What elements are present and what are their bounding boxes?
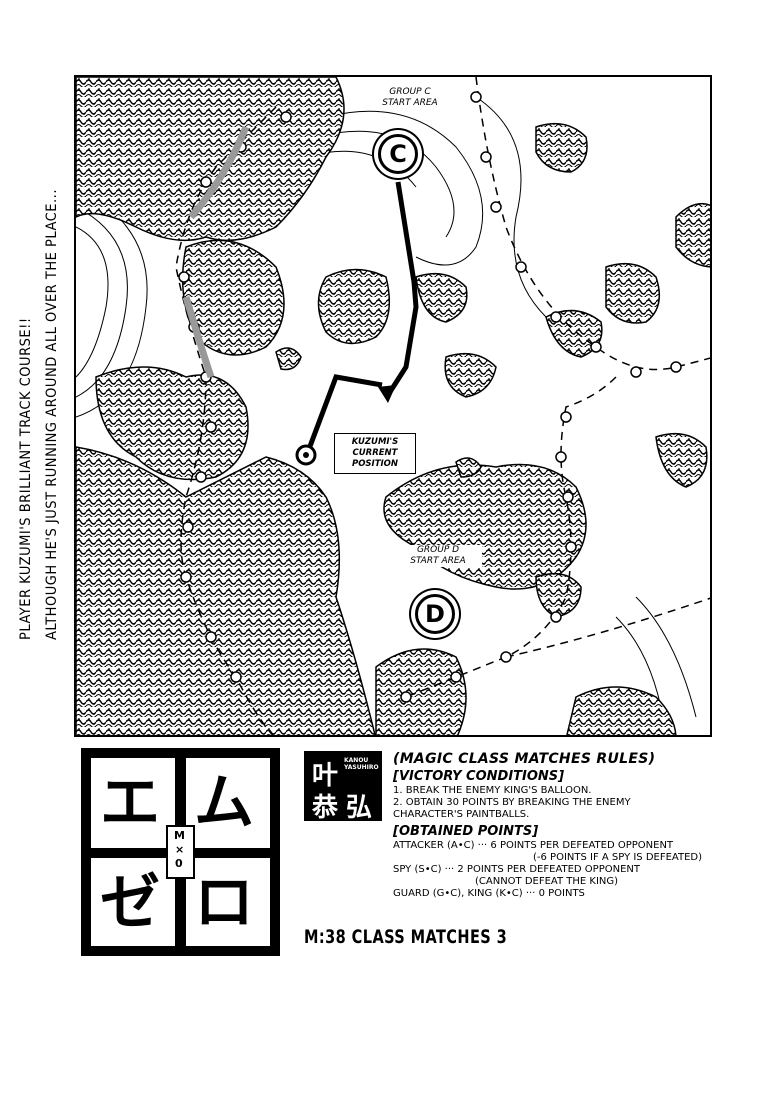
side-caption-line-1: PLAYER KUZUMI'S BRILLIANT TRACK COURSE!! — [18, 160, 38, 640]
points-spy: SPY (S•C) ··· 2 POINTS PER DEFEATED OPPO… — [393, 864, 641, 875]
group-d-start-label: GROUP D START AREA — [394, 545, 482, 567]
logo-cross-0: 0 — [175, 857, 183, 870]
victory-condition-1: 1. BREAK THE ENEMY KING'S BALLOON. — [393, 785, 592, 796]
logo-cross-m: M — [174, 829, 185, 842]
side-caption-line-2: ALTHOUGH HE'S JUST RUNNING AROUND ALL OV… — [44, 160, 64, 640]
side-caption-text-2: ALTHOUGH HE'S JUST RUNNING AROUND ALL OV… — [44, 189, 60, 640]
group-d-start-marker: D — [415, 594, 455, 634]
current-position-label: KUZUMI'S CURRENT POSITION — [334, 433, 416, 474]
logo-cross-x: × — [175, 843, 185, 856]
side-caption-text-1: PLAYER KUZUMI'S BRILLIANT TRACK COURSE!! — [18, 317, 34, 640]
map-illustration — [76, 77, 710, 735]
points-spy-note: (CANNOT DEFEAT THE KING) — [475, 876, 619, 887]
logo-glyph-1: エ — [100, 768, 160, 838]
logo-glyph-4: ロ — [194, 868, 254, 938]
logo-glyph-3: ゼ — [100, 868, 160, 938]
logo-glyph-2: ム — [194, 768, 254, 838]
logo-artwork — [84, 751, 277, 953]
author-glyph-2: 恭 — [312, 793, 339, 823]
points-attacker-note: (-6 POINTS IF A SPY IS DEFEATED) — [533, 852, 703, 863]
series-logo: エ ム ゼ ロ M × 0 — [81, 748, 280, 956]
chapter-title: M:38 CLASS MATCHES 3 — [304, 926, 508, 948]
group-c-start-label: GROUP C START AREA — [366, 87, 454, 109]
author-reading: KANOU YASUHIRO — [344, 757, 379, 771]
victory-heading: [VICTORY CONDITIONS] — [393, 769, 565, 784]
stream — [182, 125, 250, 379]
victory-condition-2: 2. OBTAIN 30 POINTS BY BREAKING THE ENEM… — [393, 797, 631, 808]
rules-section: (MAGIC CLASS MATCHES RULES) [VICTORY CON… — [393, 750, 723, 900]
forest-areas — [76, 77, 710, 735]
forest-map-panel: GROUP C START AREA C GROUP D START AREA … — [74, 75, 712, 737]
points-guard-king: GUARD (G•C), KING (K•C) ··· 0 POINTS — [393, 888, 585, 899]
author-glyph-3: 弘 — [346, 793, 373, 823]
group-c-start-marker: C — [378, 134, 418, 174]
author-glyph-1: 叶 — [312, 761, 339, 791]
kuzumi-route — [295, 181, 419, 466]
points-attacker: ATTACKER (A•C) ··· 6 POINTS PER DEFEATED… — [393, 840, 674, 851]
author-credit: 叶 恭 弘 KANOU YASUHIRO — [304, 751, 382, 823]
victory-condition-2-cont: CHARACTER'S PAINTBALLS. — [393, 809, 530, 820]
points-heading: [OBTAINED POINTS] — [393, 824, 539, 839]
rules-title: (MAGIC CLASS MATCHES RULES) — [393, 751, 656, 767]
